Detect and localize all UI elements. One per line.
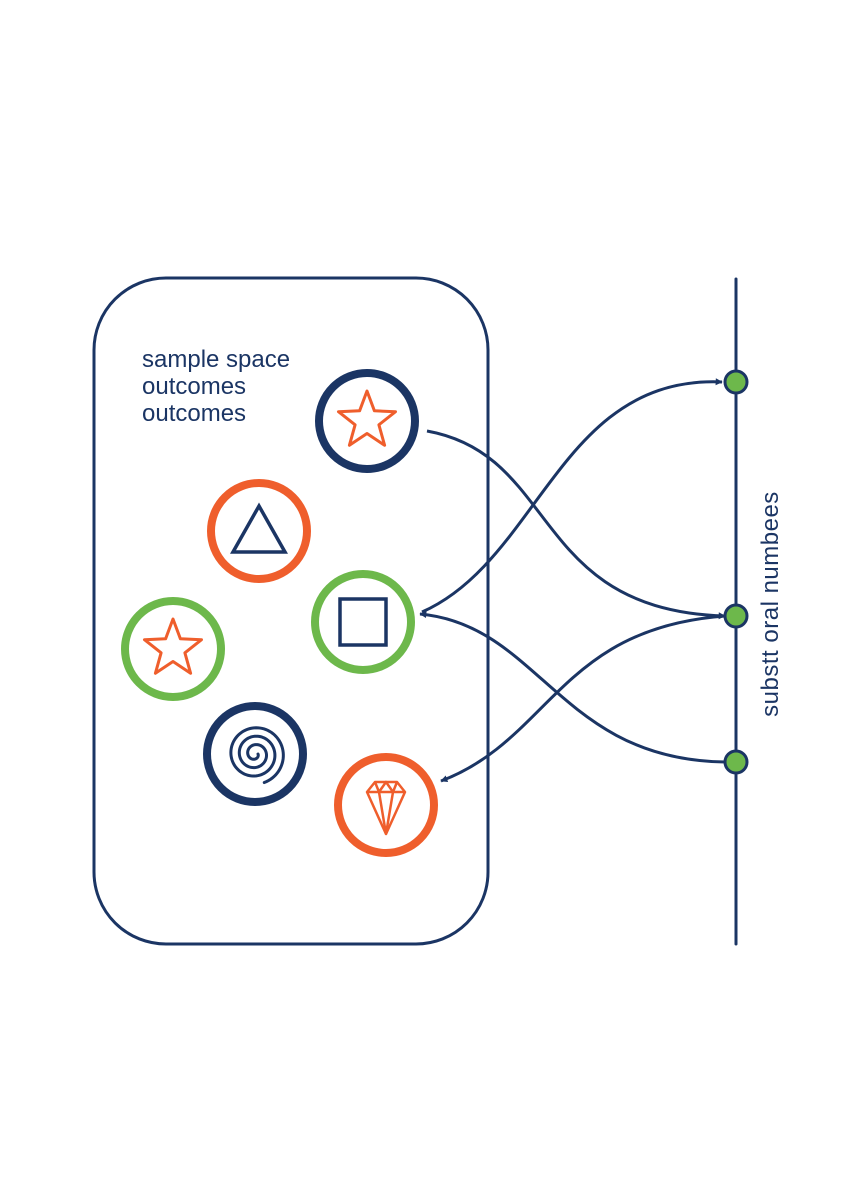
outcome-star-green (121, 597, 225, 701)
mapping-arrow-square-to-top (421, 378, 723, 614)
number-line-label: substt oral numbees (757, 491, 784, 717)
outcome-ring (203, 702, 307, 806)
outcome-ring (121, 597, 225, 701)
outcome-ring (315, 369, 419, 473)
outcome-diamond (334, 753, 438, 857)
number-line-point-top (723, 369, 749, 395)
outcome-ring (311, 570, 415, 674)
sample-space-label-line-3: outcomes (142, 400, 246, 427)
outcome-triangle (207, 479, 311, 583)
sample-space-label-line-1: sample space (142, 346, 290, 373)
square-icon (338, 597, 388, 647)
star-icon (337, 389, 397, 447)
outcome-ring (207, 479, 311, 583)
mapping-arrow-star-to-middle (426, 429, 726, 620)
outcome-star (315, 369, 419, 473)
outcome-spiral (203, 702, 307, 806)
spiral-icon (229, 726, 285, 785)
sample-space-label: sample space outcomes outcomes (142, 346, 297, 427)
number-line-point-middle (723, 603, 749, 629)
outcome-ring (334, 753, 438, 857)
number-line-point-bottom (723, 749, 749, 775)
mapping-arrow-middle-to-diamond (440, 614, 726, 783)
star-icon (143, 617, 203, 675)
diamond-icon (365, 780, 407, 836)
sample-space-box (92, 276, 490, 946)
sample-space-label-line-2: outcomes (142, 373, 246, 400)
mapping-arrow-bottom-to-square (419, 611, 726, 764)
outcome-square (311, 570, 415, 674)
triangle-icon (230, 502, 288, 554)
